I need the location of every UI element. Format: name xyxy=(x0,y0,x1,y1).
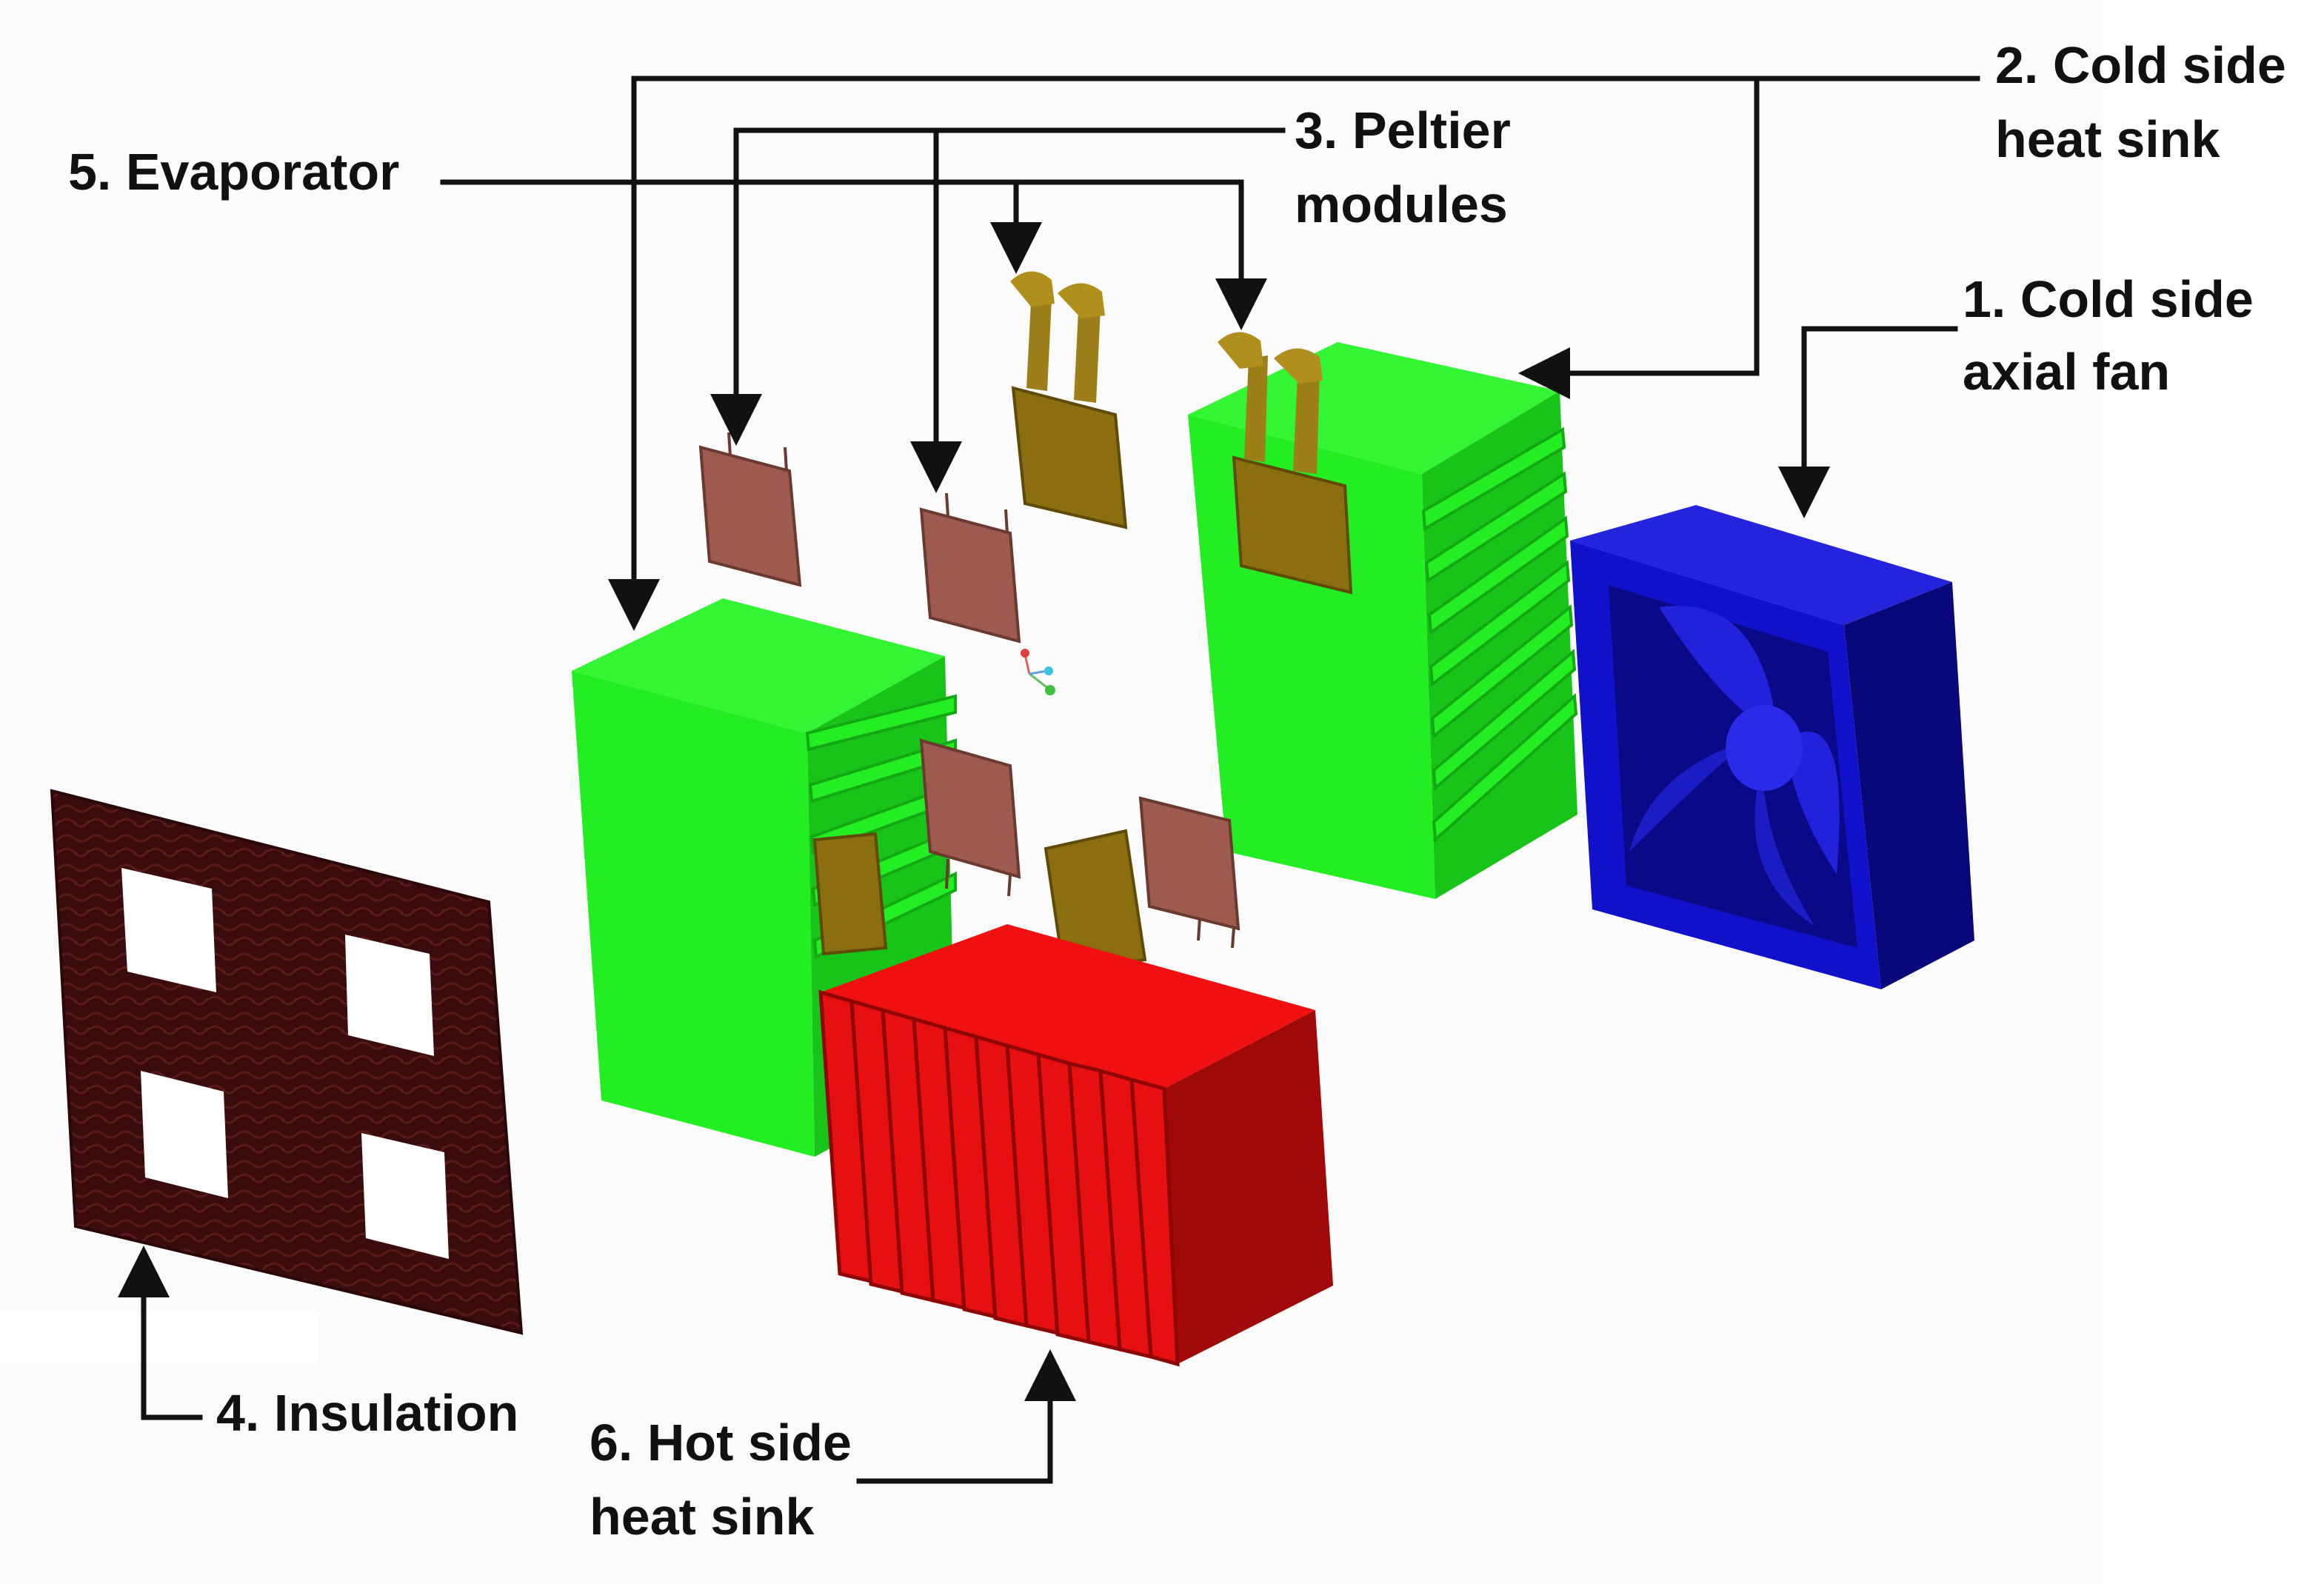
label-line: 2. Cold side xyxy=(1995,36,2286,94)
peltier-module xyxy=(919,492,1021,644)
label-line: heat sink xyxy=(1995,110,2220,168)
label-line: 4. Insulation xyxy=(216,1384,518,1442)
insulation-window xyxy=(345,935,434,1056)
label-line: heat sink xyxy=(590,1488,815,1545)
evaporator-bottom-center xyxy=(1044,829,1147,972)
hot-side-heat-sink-fins xyxy=(818,989,1180,1367)
label-evaporator: 5. Evaporator xyxy=(68,143,399,201)
coordinate-triad xyxy=(1021,649,1055,695)
label-line: modules xyxy=(1295,176,1508,233)
white-patch xyxy=(0,1311,318,1363)
leader-line-hot-side-heat-sink xyxy=(856,1349,1076,1484)
peltier-module xyxy=(1138,796,1241,949)
insulation-panel xyxy=(50,789,524,1335)
insulation-window xyxy=(361,1133,449,1259)
leader-line-evaporator xyxy=(440,179,1267,330)
label-cold-side-axial-fan: 1. Cold side axial fan xyxy=(1963,270,2268,401)
leader-line-cold-side-axial-fan xyxy=(1778,326,1958,518)
peltier-module xyxy=(919,738,1021,897)
insulation-window xyxy=(121,868,216,992)
evaporator-bottom-left xyxy=(812,832,888,956)
fan-hub xyxy=(1726,705,1803,791)
evaporator-top-right xyxy=(1218,332,1353,595)
insulation-window xyxy=(141,1071,228,1198)
fan-blade xyxy=(1659,606,1777,733)
label-line: axial fan xyxy=(1963,343,2170,401)
leader-line-insulation xyxy=(118,1246,203,1420)
leader-line-peltier-modules xyxy=(710,127,1286,446)
label-line: 6. Hot side xyxy=(590,1414,852,1471)
label-cold-side-heat-sink: 2. Cold side heat sink xyxy=(1995,36,2300,168)
leader-line-cold-side-heat-sink xyxy=(608,76,1980,631)
hot-side-heat-sink xyxy=(818,924,1333,1367)
label-insulation: 4. Insulation xyxy=(216,1384,518,1442)
label-line: 5. Evaporator xyxy=(68,143,399,201)
label-line: 1. Cold side xyxy=(1963,270,2254,328)
label-peltier-modules: 3. Peltier modules xyxy=(1295,101,1525,233)
leader-line-cold-side-heat-sink xyxy=(1518,76,1760,399)
label-line: 3. Peltier xyxy=(1295,101,1511,159)
evaporator-top-left xyxy=(1010,271,1128,529)
cold-heat-sink-right-fins xyxy=(1421,427,1578,843)
cold-side-axial-fan xyxy=(1570,505,1974,989)
label-hot-side-heat-sink: 6. Hot side heat sink xyxy=(590,1414,866,1545)
